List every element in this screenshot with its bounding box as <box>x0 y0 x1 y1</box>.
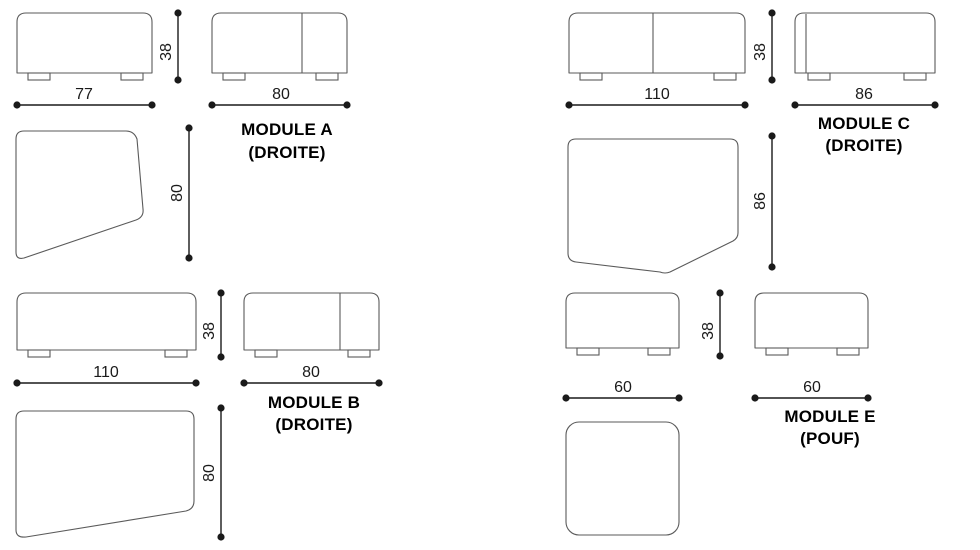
module-a-side-view <box>211 12 348 81</box>
module-e-height-label: 38 <box>700 322 717 340</box>
module-e-side-width-dimension: 60 <box>751 379 872 402</box>
module-b-width-label: 110 <box>93 364 119 381</box>
module-c-side-view <box>794 12 936 81</box>
module-c-title: MODULE C <box>818 114 910 133</box>
module-a-side-foot-left <box>222 72 246 81</box>
module-a-plan-depth-dimension: 80 <box>169 124 193 262</box>
module-b-side-body <box>243 292 380 351</box>
module-e-side-width-label: 60 <box>803 379 821 396</box>
module-e-front-view <box>565 292 680 356</box>
module-c-side-body <box>794 12 936 74</box>
module-c-front-body <box>568 12 746 74</box>
module-e-plan-shape <box>565 421 680 536</box>
module-c-front-view <box>568 12 746 81</box>
module-e-height-dimension: 38 <box>700 289 724 360</box>
module-a-side-foot-right <box>315 72 339 81</box>
module-e-front-foot-left <box>576 347 600 356</box>
module-e-title: MODULE E <box>784 407 875 426</box>
module-e-side-body <box>754 292 869 349</box>
module-c-height-label: 38 <box>752 43 769 61</box>
module-b-height-label: 38 <box>201 322 218 340</box>
module-a-width-label: 77 <box>75 86 93 103</box>
module-e-width-label: 60 <box>614 379 632 396</box>
module-a-height-dimension: 38 <box>158 9 182 84</box>
module-e-front-foot-right <box>647 347 671 356</box>
module-b-side-foot-left <box>254 349 278 358</box>
module-a-plan-shape <box>15 130 144 259</box>
module-c-front-foot-right <box>713 72 737 81</box>
module-b-title: MODULE B <box>268 393 360 412</box>
module-b-side-view <box>243 292 380 358</box>
module-c-plan-shape <box>567 138 739 274</box>
module-b-height-dimension: 38 <box>201 289 225 361</box>
module-c-front-foot-left <box>579 72 603 81</box>
module-b-front-foot-left <box>27 349 51 358</box>
module-e-front-body <box>565 292 680 349</box>
module-b-side-width-dimension: 80 <box>240 364 383 387</box>
module-b-width-dimension: 110 <box>13 364 200 387</box>
module-c-width-dimension: 110 <box>565 86 749 109</box>
module-e-variant: (POUF) <box>800 429 860 448</box>
module-e-side-view <box>754 292 869 356</box>
module-a-height-label: 38 <box>158 43 175 61</box>
module-b-front-body <box>16 292 197 351</box>
module-a-front-foot-right <box>120 72 144 81</box>
module-c-plan-view <box>567 138 739 274</box>
module-c-plan-depth-label: 86 <box>752 192 769 210</box>
module-b-variant: (DROITE) <box>275 415 352 434</box>
module-a-front-body <box>16 12 153 74</box>
module-a-width-dimension: 77 <box>13 86 156 109</box>
module-e-side-foot-left <box>765 347 789 356</box>
module-c-side-width-dimension: 86 <box>791 86 939 109</box>
module-e-plan-view <box>565 421 680 536</box>
module-b-front-view <box>16 292 197 358</box>
module-c-variant: (DROITE) <box>825 136 902 155</box>
module-c-side-width-label: 86 <box>855 86 873 103</box>
module-a-front-foot-left <box>27 72 51 81</box>
module-c-side-foot-left <box>807 72 831 81</box>
module-a-plan-view <box>15 130 144 259</box>
module-a-front-view <box>16 12 153 81</box>
module-b-plan-view <box>15 410 195 538</box>
module-a-plan-depth-label: 80 <box>169 184 186 202</box>
module-e-side-foot-right <box>836 347 860 356</box>
module-c-plan-depth-dimension: 86 <box>752 132 776 271</box>
module-b-front-foot-right <box>164 349 188 358</box>
module-c-side-foot-right <box>903 72 927 81</box>
module-a-side-width-dimension: 80 <box>208 86 351 109</box>
module-b-plan-depth-label: 80 <box>201 464 218 482</box>
module-a-title: MODULE A <box>241 120 333 139</box>
module-a-variant: (DROITE) <box>248 143 325 162</box>
module-c-width-label: 110 <box>644 86 670 103</box>
module-b-side-width-label: 80 <box>302 364 320 381</box>
module-b-plan-depth-dimension: 80 <box>201 404 225 541</box>
module-a-side-body <box>211 12 348 74</box>
module-e-width-dimension: 60 <box>562 379 683 402</box>
module-b-side-foot-right <box>347 349 371 358</box>
module-a-side-width-label: 80 <box>272 86 290 103</box>
module-c-height-dimension: 38 <box>752 9 776 84</box>
module-b-plan-shape <box>15 410 195 538</box>
